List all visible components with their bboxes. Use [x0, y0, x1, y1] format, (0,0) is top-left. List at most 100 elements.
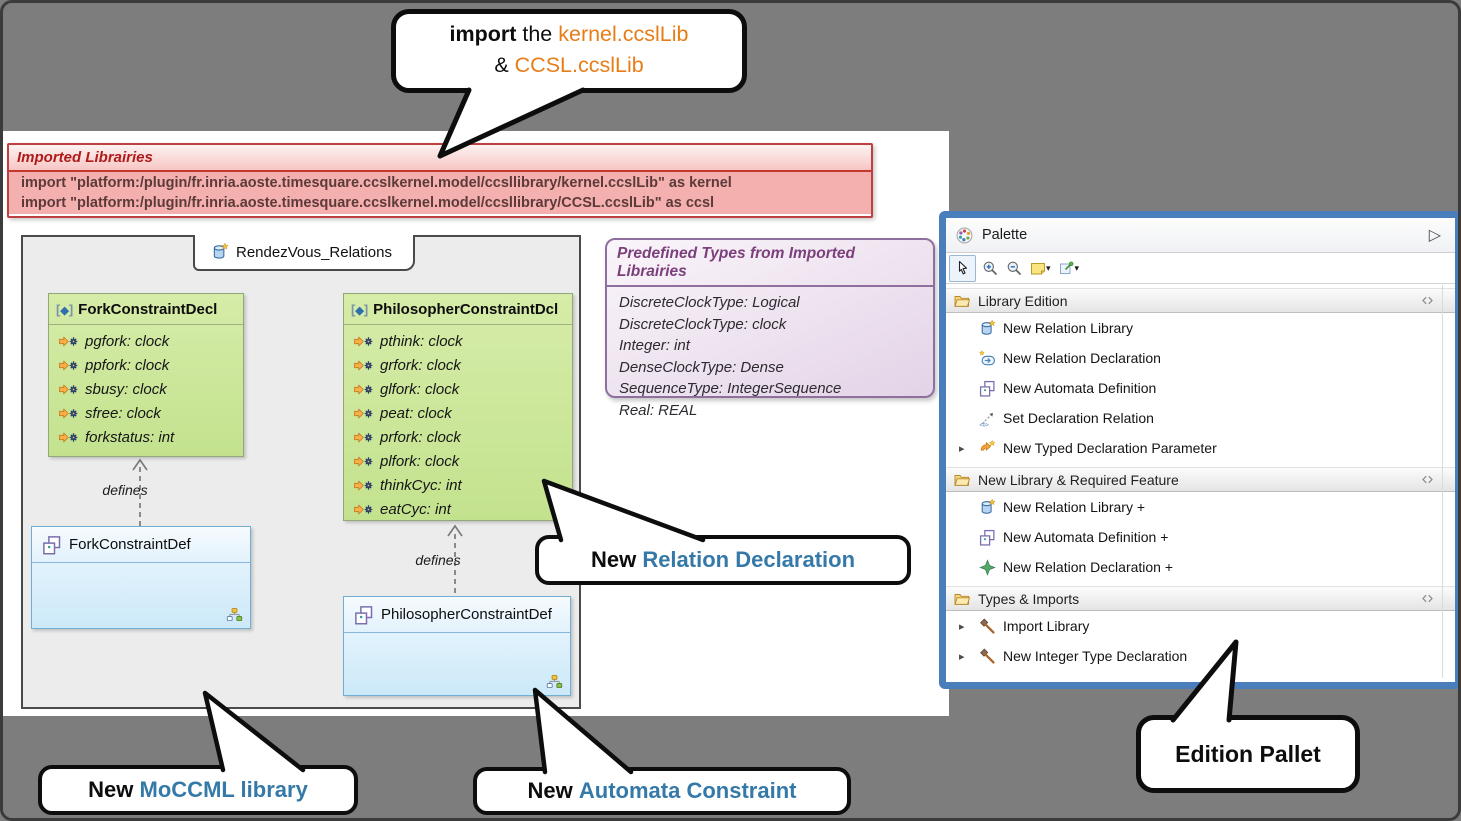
parameter-icon	[353, 479, 374, 492]
philosopher-constraint-def-header: PhilosopherConstraintDef	[344, 597, 570, 633]
expand-arrow-icon[interactable]: ▸	[959, 650, 965, 663]
callout-new-moccml-library: New MoCCML library	[38, 765, 358, 815]
zoom-out-icon	[1006, 260, 1022, 276]
note-tool-button[interactable]: ▾	[1028, 255, 1053, 282]
relation-library-icon	[979, 320, 996, 337]
collapse-section-icon[interactable]	[1420, 591, 1435, 606]
imported-libraries-body: import "platform:/plugin/fr.inria.aoste.…	[9, 172, 871, 214]
palette-item-new-typed-declaration-parameter[interactable]: ▸ New Typed Declaration Parameter	[959, 440, 1217, 456]
fork-constraint-decl-box[interactable]: [◆] ForkConstraintDecl pgfork: clock ppf…	[48, 293, 244, 457]
folder-icon	[954, 293, 970, 309]
callout-new-relation-declaration: New Relation Declaration	[535, 535, 911, 585]
palette-item-new-relation-library-plus[interactable]: New Relation Library +	[946, 492, 1455, 522]
expand-arrow-icon[interactable]: ▸	[959, 620, 965, 633]
select-tool-button[interactable]	[949, 254, 976, 282]
defines-label: defines	[415, 552, 461, 568]
callout-new-automata-constraint: New Automata Constraint	[473, 767, 851, 815]
declaration-diamond-icon: [◆]	[56, 301, 74, 317]
attribute-row[interactable]: pgfork: clock	[49, 329, 243, 353]
parameter-icon	[58, 431, 79, 444]
import-statement-kernel: import "platform:/plugin/fr.inria.aoste.…	[21, 175, 732, 191]
palette-icon	[956, 227, 973, 244]
hierarchy-tree-icon	[546, 675, 563, 690]
diagram-tab[interactable]: RendezVous_Relations	[193, 235, 415, 271]
zoom-in-button[interactable]	[980, 255, 1000, 282]
attribute-row[interactable]: plfork: clock	[344, 449, 572, 473]
predefined-type: Integer: int	[619, 337, 690, 354]
palette-section-types-imports[interactable]: Types & Imports	[946, 586, 1455, 611]
palette-toolbar: ▾ ▾	[946, 253, 1455, 284]
attribute-row[interactable]: peat: clock	[344, 401, 572, 425]
declaration-diamond-icon: [◆]	[351, 301, 369, 317]
parameter-icon	[58, 335, 79, 348]
predefined-type: SequenceType: IntegerSequence	[619, 380, 842, 397]
fork-constraint-decl-name: ForkConstraintDecl	[78, 300, 218, 318]
diagram-tab-label: RendezVous_Relations	[236, 243, 392, 261]
automata-definition-icon	[979, 380, 996, 397]
pin-tool-button[interactable]: ▾	[1057, 255, 1082, 282]
palette-header[interactable]: Palette ▷	[946, 218, 1455, 253]
predefined-types-panel[interactable]: Predefined Types from Imported Librairie…	[605, 238, 935, 419]
set-declaration-relation-icon	[979, 410, 996, 427]
attribute-row[interactable]: prfork: clock	[344, 425, 572, 449]
attribute-row[interactable]: forkstatus: int	[49, 425, 243, 449]
parameter-icon	[353, 431, 374, 444]
parameter-icon	[58, 383, 79, 396]
parameter-icon	[58, 407, 79, 420]
palette-item-new-integer-type-declaration[interactable]: ▸ New Integer Type Declaration	[959, 648, 1188, 665]
palette-item-import-library[interactable]: ▸ Import Library	[959, 618, 1090, 634]
collapse-section-icon[interactable]	[1420, 293, 1435, 308]
import-statement-ccsl: import "platform:/plugin/fr.inria.aoste.…	[21, 195, 715, 211]
palette-section-library-edition[interactable]: Library Edition	[946, 288, 1455, 313]
attribute-row[interactable]: ppfork: clock	[49, 353, 243, 377]
attribute-row[interactable]: thinkCyc: int	[344, 473, 572, 497]
palette-item-new-automata-definition[interactable]: New Automata Definition	[946, 373, 1455, 403]
palette-item-set-declaration-relation[interactable]: Set Declaration Relation	[946, 403, 1455, 433]
hierarchy-tree-icon	[226, 608, 243, 623]
parameter-icon	[353, 503, 374, 516]
relation-library-icon	[979, 499, 996, 516]
dropdown-caret-icon[interactable]: ▾	[1046, 262, 1051, 273]
defines-label: defines	[102, 482, 148, 498]
hammer-icon	[979, 648, 996, 665]
imported-libraries-panel[interactable]: Imported Librairies import "platform:/pl…	[7, 143, 873, 218]
palette-section-new-library-required-feature[interactable]: New Library & Required Feature	[946, 467, 1455, 492]
palette-item-new-relation-declaration-plus[interactable]: New Relation Declaration +	[946, 552, 1455, 582]
automata-definition-icon	[979, 529, 996, 546]
attribute-row[interactable]: pthink: clock	[344, 329, 572, 353]
note-icon	[1030, 260, 1046, 276]
dropdown-caret-icon[interactable]: ▾	[1074, 262, 1080, 273]
predefined-type: Real: REAL	[619, 401, 698, 419]
attribute-row[interactable]: sbusy: clock	[49, 377, 243, 401]
zoom-out-button[interactable]	[1004, 255, 1024, 282]
palette-item-new-relation-declaration[interactable]: New Relation Declaration	[946, 343, 1455, 373]
relation-declaration-icon	[979, 350, 996, 367]
philosopher-constraint-def-box[interactable]: PhilosopherConstraintDef	[343, 596, 571, 696]
green-diamond-icon	[979, 559, 996, 576]
parameter-icon	[58, 359, 79, 372]
palette-item-new-relation-library[interactable]: New Relation Library	[946, 313, 1455, 343]
philosopher-constraint-decl-box[interactable]: [◆] PhilosopherConstraintDcl pthink: clo…	[343, 293, 573, 521]
collapse-section-icon[interactable]	[1420, 472, 1435, 487]
philosopher-constraint-decl-name: PhilosopherConstraintDcl	[373, 300, 559, 318]
philosopher-constraint-decl-header: [◆] PhilosopherConstraintDcl	[344, 294, 572, 325]
imported-libraries-title: Imported Librairies	[9, 145, 871, 172]
parameter-icon	[353, 407, 374, 420]
attribute-row[interactable]: grfork: clock	[344, 353, 572, 377]
expand-arrow-icon[interactable]: ▸	[959, 442, 965, 455]
palette-item-new-automata-definition-plus[interactable]: New Automata Definition +	[946, 522, 1455, 552]
attribute-row[interactable]: sfree: clock	[49, 401, 243, 425]
attribute-row[interactable]: eatCyc: int	[344, 497, 572, 521]
automata-definition-icon	[42, 535, 62, 555]
fork-constraint-def-box[interactable]: ForkConstraintDef	[31, 526, 251, 629]
attribute-row[interactable]: glfork: clock	[344, 377, 572, 401]
fork-constraint-def-header: ForkConstraintDef	[32, 527, 250, 563]
zoom-in-icon	[982, 260, 998, 276]
pin-icon	[1059, 260, 1075, 276]
fork-constraint-decl-header: [◆] ForkConstraintDecl	[49, 294, 243, 325]
parameter-icon	[353, 455, 374, 468]
predefined-type: DenseClockType: Dense	[619, 358, 784, 376]
palette-collapse-arrow-icon[interactable]: ▷	[1428, 227, 1441, 244]
relation-library-icon	[211, 243, 229, 261]
